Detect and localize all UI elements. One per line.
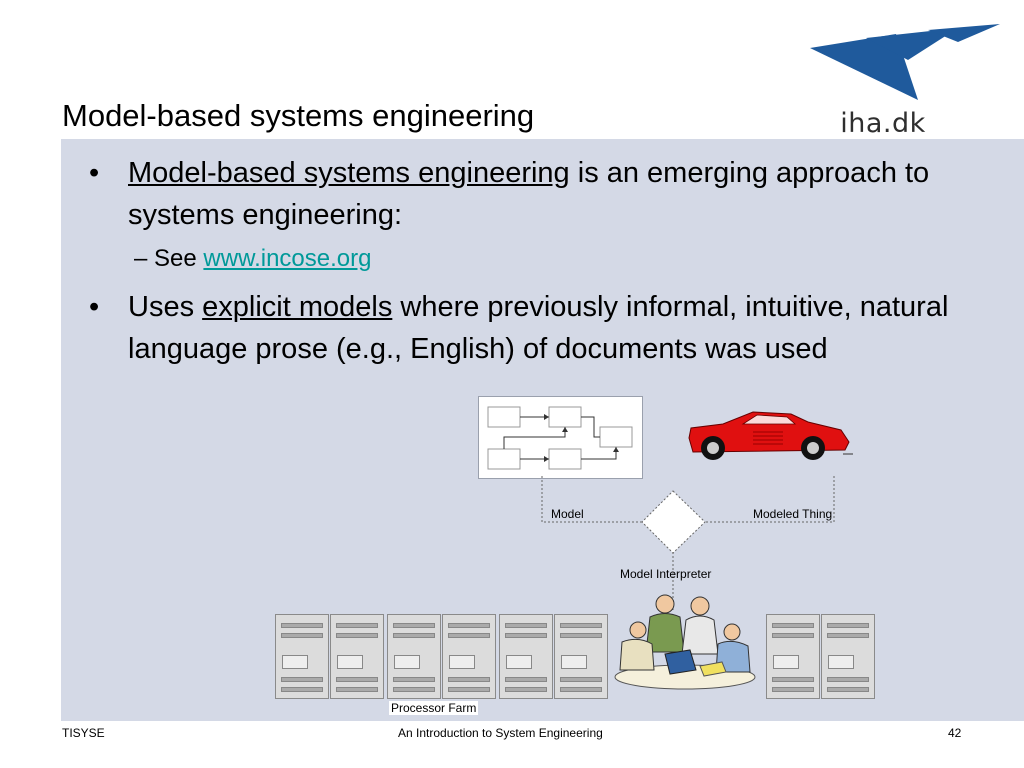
diagram-connectors bbox=[541, 476, 835, 611]
server-tower bbox=[387, 614, 441, 699]
bullet-2-term: explicit models bbox=[202, 291, 393, 323]
model-label: Model bbox=[551, 507, 584, 521]
bullet-1-text: Model-based systems engineering is an em… bbox=[128, 152, 948, 236]
engineers-group-icon bbox=[614, 594, 756, 690]
bullet-2-prefix: Uses bbox=[128, 291, 203, 323]
model-block-diagram bbox=[478, 396, 643, 479]
block-diagram-icon bbox=[487, 406, 633, 470]
server-tower bbox=[554, 614, 608, 699]
bullet-2-text: Uses explicit models where previously in… bbox=[128, 286, 1008, 370]
server-tower bbox=[499, 614, 553, 699]
processor-farm-label: Processor Farm bbox=[389, 701, 479, 715]
modeled-thing-label: Modeled Thing bbox=[753, 507, 833, 521]
slide-title: Model-based systems engineering bbox=[62, 98, 535, 133]
iha-logo: iha.dk bbox=[808, 20, 1008, 139]
model-interpreter-label: Model Interpreter bbox=[620, 567, 712, 581]
bullet-2-rest: where previously informal, intuitive, na… bbox=[128, 291, 949, 365]
incose-link[interactable]: www.incose.org bbox=[203, 245, 372, 272]
bullet-1-term: Model-based systems engineering bbox=[128, 157, 570, 189]
red-car-icon bbox=[688, 411, 853, 460]
sub-bullet: – See www.incose.org bbox=[134, 245, 371, 273]
logo-text: iha.dk bbox=[840, 108, 926, 139]
bullet-marker: • bbox=[89, 291, 100, 323]
bullet-1-rest: is an emerging approach to systems engin… bbox=[128, 157, 930, 231]
logo-swoosh-icon bbox=[810, 24, 1000, 100]
server-tower bbox=[766, 614, 820, 699]
page-number: 42 bbox=[948, 726, 962, 740]
bullet-marker: • bbox=[89, 157, 100, 189]
sub-bullet-prefix: See bbox=[154, 245, 204, 272]
server-tower bbox=[821, 614, 875, 699]
server-tower bbox=[275, 614, 329, 699]
sub-bullet-marker: – bbox=[134, 245, 148, 272]
server-tower bbox=[330, 614, 384, 699]
footer-title: An Introduction to System Engineering bbox=[398, 726, 603, 740]
footer-course: TISYSE bbox=[62, 726, 105, 740]
server-tower bbox=[442, 614, 496, 699]
